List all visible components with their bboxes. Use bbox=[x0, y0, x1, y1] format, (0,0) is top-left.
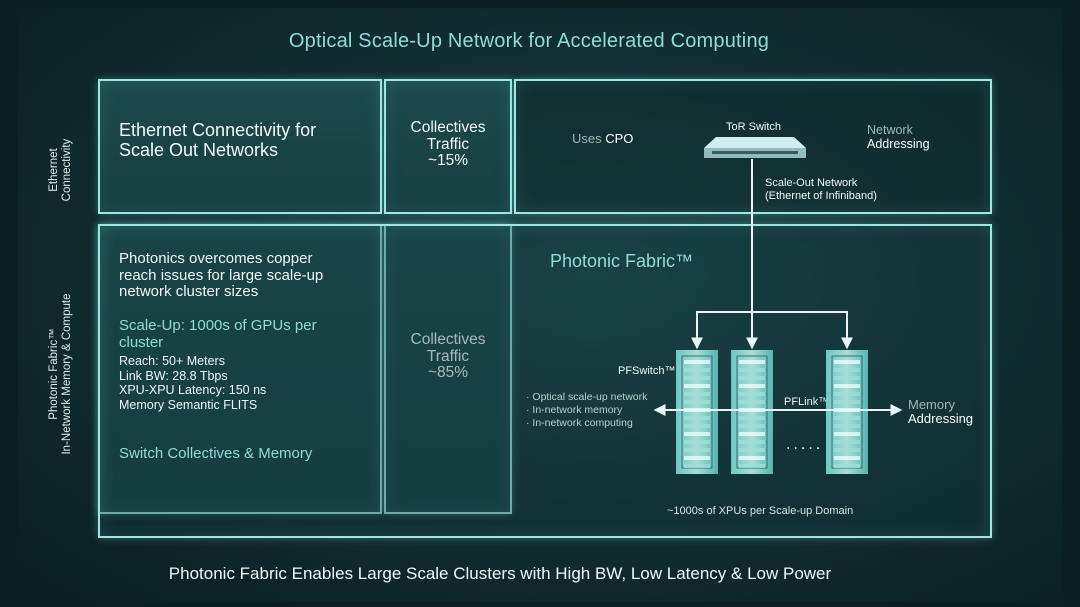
rack-unit bbox=[739, 392, 765, 396]
rack-unit bbox=[739, 360, 765, 364]
rack-unit bbox=[739, 464, 765, 468]
rack-unit bbox=[834, 464, 860, 468]
rack-unit bbox=[834, 384, 860, 388]
network-addressing: Network Addressing bbox=[867, 123, 930, 151]
uses-prefix: Uses bbox=[572, 131, 606, 146]
spec-flits: Memory Semantic FLITS bbox=[119, 397, 258, 412]
photonic-intro-line2: reach issues for large scale-up bbox=[119, 266, 324, 284]
photonic-collectives-label1: Collectives bbox=[410, 331, 486, 348]
photonic-collectives-text: Collectives Traffic ~85% bbox=[386, 331, 510, 382]
scaleup-line2: cluster bbox=[119, 333, 164, 351]
network-addressing-line1: Network bbox=[867, 123, 913, 137]
photonic-fabric-title: Photonic Fabric™ bbox=[550, 251, 694, 271]
rack-unit bbox=[739, 368, 765, 372]
rack-unit bbox=[684, 384, 710, 388]
uses-cpo-text: Uses CPO bbox=[572, 131, 633, 146]
tor-switch-label: ToR Switch bbox=[726, 121, 782, 133]
ethernet-heading-box: Ethernet Connectivity for Scale Out Netw… bbox=[98, 79, 382, 214]
rack-unit bbox=[834, 360, 860, 364]
rack-unit bbox=[684, 464, 710, 468]
rack-unit bbox=[739, 376, 765, 380]
photonic-collectives-pct: ~85% bbox=[427, 364, 469, 381]
rack-unit bbox=[739, 424, 765, 428]
rack-unit bbox=[684, 368, 710, 372]
ethernet-heading-line1: Ethernet Connectivity for bbox=[119, 120, 317, 140]
rack-unit bbox=[834, 432, 860, 436]
rack-unit bbox=[739, 408, 765, 412]
rack-unit bbox=[739, 384, 765, 388]
pflink-label: PFLink™ bbox=[784, 396, 830, 408]
rack-unit bbox=[684, 408, 710, 412]
rack-unit bbox=[739, 440, 765, 444]
rack-unit bbox=[684, 392, 710, 396]
scale-out-network-label: Scale-Out Network (Ethernet of Infiniban… bbox=[765, 177, 877, 203]
network-addressing-line2: Addressing bbox=[867, 137, 930, 151]
rack-unit bbox=[684, 456, 710, 460]
bullet-computing-text: In-network computing bbox=[532, 417, 633, 429]
ethernet-heading-line2: Scale Out Networks bbox=[119, 140, 279, 160]
scale-out-line2: (Ethernet of Infiniband) bbox=[765, 190, 877, 202]
pfswitch-label: PFSwitch™ bbox=[618, 365, 676, 377]
bullet-computing: · In-network computing bbox=[526, 417, 633, 429]
memory-addressing-line2: Addressing bbox=[908, 411, 974, 426]
rack-unit bbox=[684, 416, 710, 420]
rack-unit bbox=[684, 400, 710, 404]
rack-unit bbox=[834, 424, 860, 428]
pfswitch-bracket bbox=[696, 311, 853, 350]
rack-unit bbox=[739, 456, 765, 460]
ethernet-collectives-label2: Traffic bbox=[426, 135, 470, 153]
photonic-collectives-box: Collectives Traffic ~85% bbox=[384, 224, 512, 514]
rack-unit bbox=[684, 448, 710, 452]
rack-unit bbox=[684, 376, 710, 380]
rack-unit bbox=[834, 400, 860, 404]
switch-collectives-text: Switch Collectives & Memory bbox=[119, 445, 313, 462]
xpus-note: ~1000s of XPUs per Scale-up Domain bbox=[667, 505, 854, 517]
spec-list: Reach: 50+ Meters Link BW: 28.8 Tbps XPU… bbox=[119, 354, 266, 412]
rack-unit bbox=[739, 416, 765, 420]
fabric-bullets: · Optical scale-up network · In-network … bbox=[526, 391, 647, 430]
ethernet-collectives-text: Collectives Traffic ~15% bbox=[386, 119, 510, 170]
photonic-intro: Photonics overcomes copper reach issues … bbox=[119, 250, 324, 301]
rack-unit bbox=[739, 432, 765, 436]
rack-ellipsis: ..... bbox=[786, 436, 824, 453]
photonic-intro-line1: Photonics overcomes copper bbox=[119, 250, 313, 267]
scale-out-line1: Scale-Out Network bbox=[765, 177, 858, 189]
rack-unit bbox=[684, 440, 710, 444]
tor-switch-icon bbox=[704, 137, 806, 158]
rack-unit bbox=[834, 368, 860, 372]
rack-unit bbox=[834, 416, 860, 420]
bullet-optical-text: Optical scale-up network bbox=[532, 391, 648, 403]
slide-footer: Photonic Fabric Enables Large Scale Clus… bbox=[168, 564, 832, 583]
bullet-memory: · In-network memory bbox=[526, 404, 623, 416]
rack-unit bbox=[834, 456, 860, 460]
rack-unit bbox=[684, 360, 710, 364]
spec-reach: Reach: 50+ Meters bbox=[119, 354, 225, 368]
spec-latency: XPU-XPU Latency: 150 ns bbox=[119, 383, 267, 397]
rack-unit bbox=[834, 376, 860, 380]
rack-unit bbox=[834, 392, 860, 396]
bullet-optical: · Optical scale-up network bbox=[526, 391, 648, 403]
scaleup-line1: Scale-Up: 1000s of GPUs per bbox=[119, 317, 317, 334]
rack-unit bbox=[684, 424, 710, 428]
scaleup-heading: Scale-Up: 1000s of GPUs per cluster bbox=[119, 317, 317, 351]
slide-title: Optical Scale-Up Network for Accelerated… bbox=[288, 30, 770, 52]
rack-unit bbox=[834, 408, 860, 412]
memory-addressing: Memory Addressing bbox=[908, 398, 973, 426]
rack-unit bbox=[834, 440, 860, 444]
photonic-intro-line3: network cluster sizes bbox=[119, 283, 259, 300]
rack-unit bbox=[739, 400, 765, 404]
rack-unit bbox=[684, 432, 710, 436]
bullet-memory-text: In-network memory bbox=[532, 404, 623, 416]
ethernet-collectives-box: Collectives Traffic ~15% bbox=[384, 79, 512, 214]
rack-unit bbox=[834, 448, 860, 452]
spec-link-bw: Link BW: 28.8 Tbps bbox=[119, 368, 228, 383]
ethernet-collectives-pct: ~15% bbox=[427, 152, 469, 169]
memory-addressing-line1: Memory bbox=[908, 397, 955, 412]
ethernet-heading: Ethernet Connectivity for Scale Out Netw… bbox=[119, 120, 316, 160]
ethernet-collectives-label1: Collectives bbox=[410, 119, 486, 136]
rack-unit bbox=[739, 448, 765, 452]
photonic-collectives-label2: Traffic bbox=[426, 347, 470, 365]
uses-cpo: CPO bbox=[605, 131, 634, 146]
